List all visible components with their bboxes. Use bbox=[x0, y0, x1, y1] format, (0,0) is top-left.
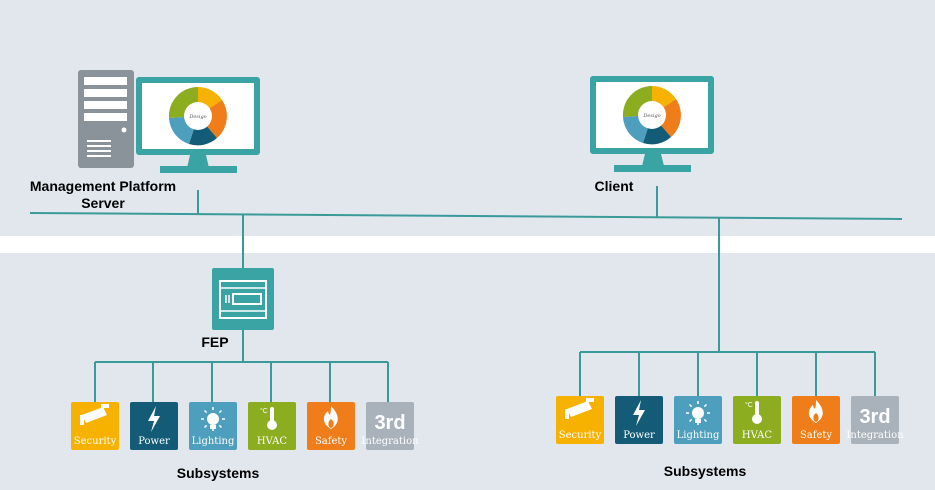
lightning-icon bbox=[148, 406, 160, 432]
tile-big-text: 3rd bbox=[859, 406, 890, 428]
subsystem-tile-power: Power bbox=[615, 396, 663, 444]
lightning-icon bbox=[633, 400, 645, 426]
subsystems-left: Security Power Lighting °C HVAC Safety 3rdInte… bbox=[71, 402, 419, 450]
tile-big-text: 3rd bbox=[374, 412, 405, 434]
server-label-line1: Management Platform bbox=[30, 178, 176, 194]
fire-icon bbox=[323, 406, 338, 429]
tile-label: Safety bbox=[800, 430, 832, 441]
tile-bg bbox=[366, 402, 414, 450]
tile-bg bbox=[556, 396, 604, 444]
svg-text:°C: °C bbox=[260, 407, 268, 415]
subsystem-tile-hvac: °C HVAC bbox=[733, 396, 781, 444]
tile-label: HVAC bbox=[742, 430, 772, 441]
tile-label: Power bbox=[138, 436, 170, 447]
subsystems-left-label: Subsystems bbox=[177, 465, 260, 481]
fep-label: FEP bbox=[201, 334, 228, 350]
subsystem-tile-security: Security bbox=[71, 402, 119, 450]
network-lines bbox=[29, 186, 903, 402]
desigo-wheel-client: Desigo bbox=[622, 85, 681, 145]
subsystem-tile-lighting: Lighting bbox=[189, 402, 237, 450]
tile-label: Integration bbox=[361, 436, 419, 447]
tile-label: Integration bbox=[846, 430, 904, 441]
subsystem-tile-hvac: °C HVAC bbox=[248, 402, 296, 450]
bulb-icon bbox=[201, 407, 225, 431]
tile-label: Security bbox=[559, 430, 602, 441]
subsystem-tile-power: Power bbox=[130, 402, 178, 450]
svg-text:°C: °C bbox=[745, 401, 753, 409]
subsystem-tile-security: Security bbox=[556, 396, 604, 444]
tile-label: Lighting bbox=[192, 436, 235, 447]
fep-device-icon bbox=[212, 268, 274, 330]
subsystem-tile-lighting: Lighting bbox=[674, 396, 722, 444]
camera-icon bbox=[80, 404, 109, 425]
subsystem-tile-safety: Safety bbox=[307, 402, 355, 450]
camera-icon bbox=[565, 398, 594, 419]
tile-bg bbox=[851, 396, 899, 444]
desigo-wheel-server: Desigo bbox=[168, 86, 227, 146]
thermometer-icon: °C bbox=[260, 407, 277, 430]
bulb-icon bbox=[686, 401, 710, 425]
client-label: Client bbox=[595, 178, 634, 194]
tile-label: HVAC bbox=[257, 436, 287, 447]
tile-label: Lighting bbox=[677, 430, 720, 441]
server-label-line2: Server bbox=[81, 195, 125, 211]
subsystems-right: Security Power Lighting °C HVAC Safety 3rdInte… bbox=[556, 396, 904, 444]
tile-label: Safety bbox=[315, 436, 347, 447]
server-tower-icon bbox=[78, 70, 134, 168]
logo-text-client: Desigo bbox=[642, 113, 660, 119]
tile-label: Power bbox=[623, 430, 655, 441]
thermometer-icon: °C bbox=[745, 401, 762, 424]
lower-band bbox=[0, 253, 935, 490]
subsystem-tile-safety: Safety bbox=[792, 396, 840, 444]
tile-bg bbox=[71, 402, 119, 450]
subsystems-right-label: Subsystems bbox=[664, 463, 747, 479]
fire-icon bbox=[808, 400, 823, 423]
tile-label: Security bbox=[74, 436, 117, 447]
logo-text-server: Desigo bbox=[188, 114, 206, 120]
